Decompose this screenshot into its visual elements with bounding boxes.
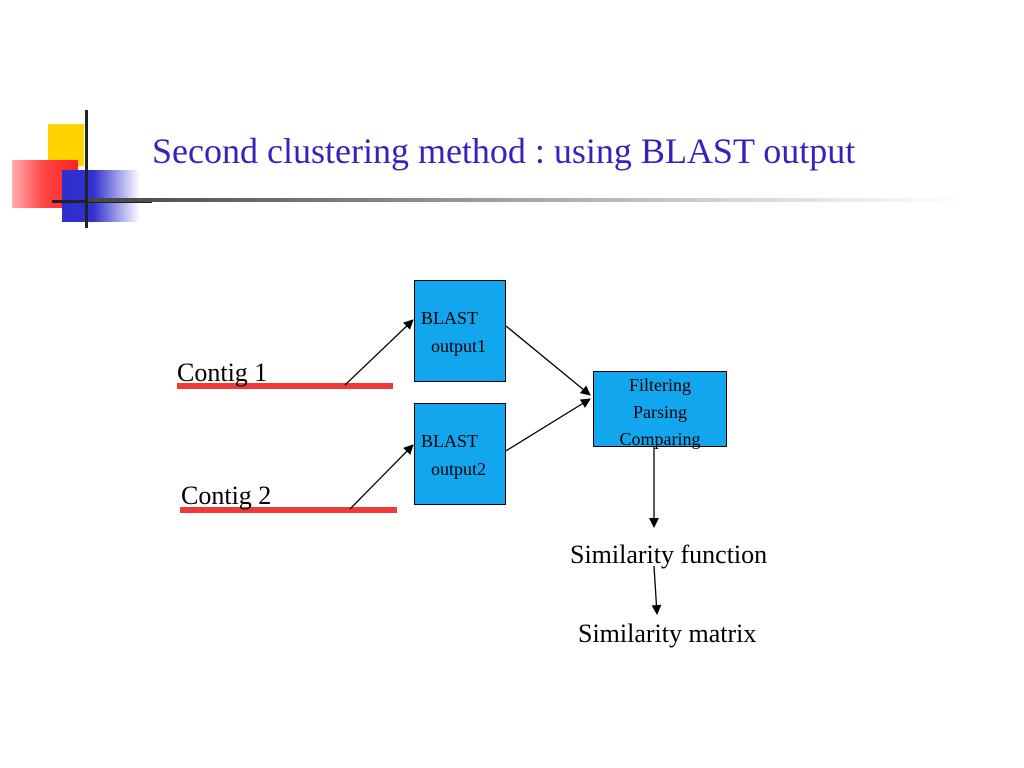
similarity-function-label: Similarity function <box>570 540 768 569</box>
filtering-parsing-comparing-box: Filtering Parsing Comparing <box>593 371 727 449</box>
contig1-label: Contig 1 <box>177 358 268 387</box>
blast-output2-box: BLAST output2 <box>414 403 506 505</box>
arrow-function-to-matrix <box>651 565 662 615</box>
process-line2: Parsing <box>633 402 687 422</box>
process-line3: Comparing <box>619 429 701 449</box>
similarity-matrix-label: Similarity matrix <box>578 619 757 648</box>
corner-logo-icon <box>0 0 152 240</box>
blast2-line2: output2 <box>431 459 487 479</box>
arrow-contig1-to-blast1 <box>344 319 414 386</box>
arrow-blast2-to-filter <box>495 398 591 458</box>
contig2-label: Contig 2 <box>181 481 272 510</box>
slide-title: Second clustering method : using BLAST o… <box>152 131 856 171</box>
blast1-line1: BLAST <box>421 308 479 328</box>
logo-yellow-square <box>48 124 84 166</box>
blast-output1-box: BLAST output1 <box>414 280 506 382</box>
blast2-line1: BLAST <box>421 431 479 451</box>
blast1-line2: output1 <box>431 336 487 356</box>
process-line1: Filtering <box>629 375 691 395</box>
logo-blue-square <box>62 170 140 222</box>
arrow-blast1-to-filter <box>505 325 591 396</box>
logo-vertical-line <box>85 110 88 228</box>
title-rule <box>88 198 968 202</box>
arrow-contig2-to-blast2 <box>349 444 414 510</box>
